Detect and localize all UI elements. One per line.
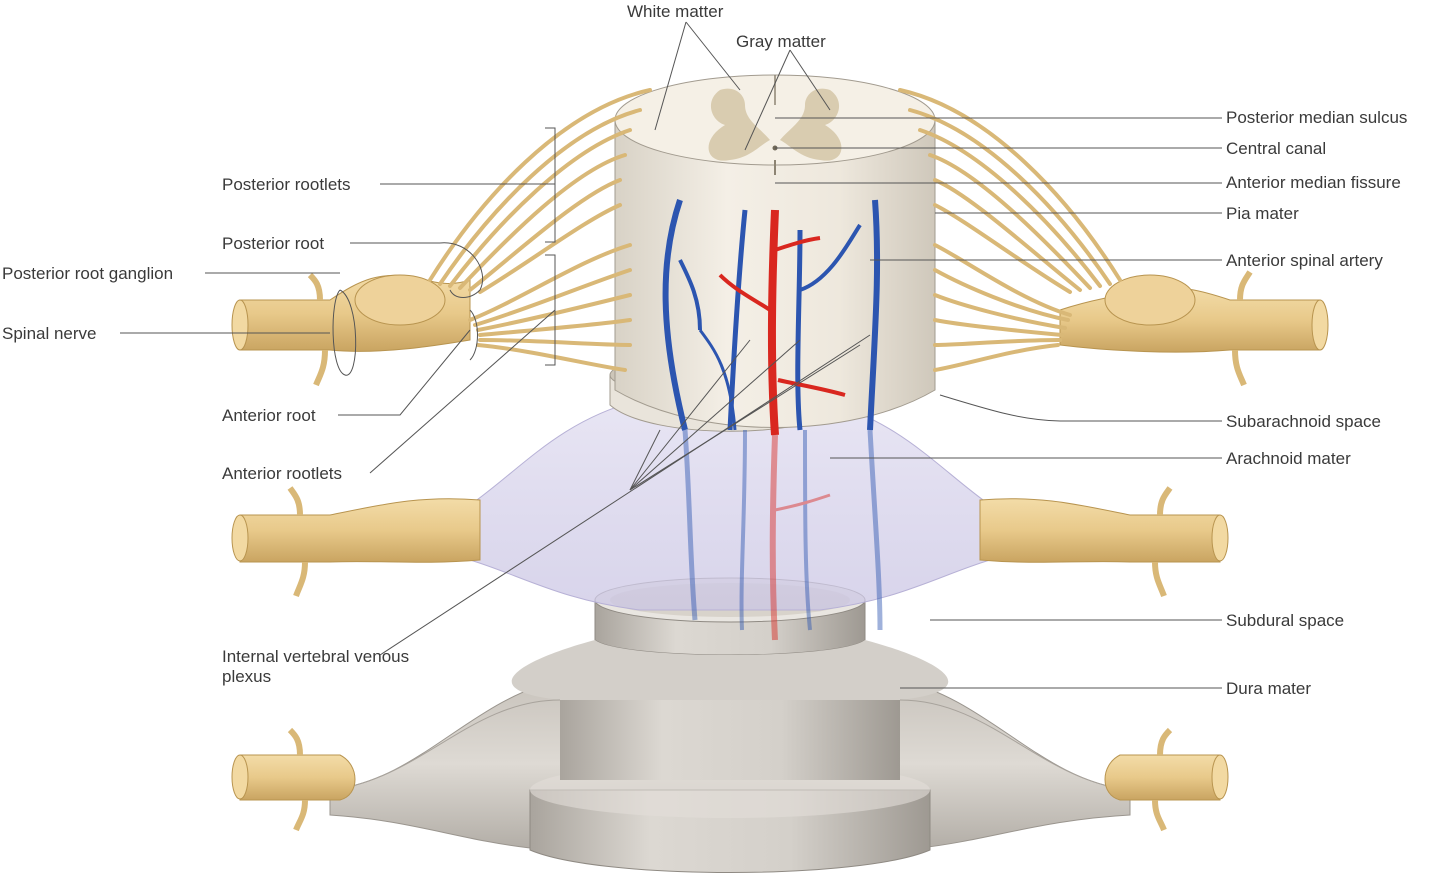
label-posterior-root-ganglion: Posterior root ganglion	[2, 264, 174, 283]
label-pia-mater: Pia mater	[1226, 204, 1299, 223]
spinal-cord	[609, 74, 936, 436]
label-posterior-median-sulcus: Posterior median sulcus	[1226, 108, 1408, 127]
label-gray-matter: Gray matter	[736, 32, 826, 51]
label-white-matter: White matter	[627, 2, 724, 21]
bottom-spinal-nerves	[231, 727, 1229, 832]
label-spinal-nerve: Spinal nerve	[2, 324, 97, 343]
label-dura-mater: Dura mater	[1226, 679, 1312, 698]
label-anterior-rootlets: Anterior rootlets	[222, 464, 342, 483]
label-anterior-spinal-artery: Anterior spinal artery	[1226, 251, 1383, 270]
label-arachnoid-mater: Arachnoid mater	[1226, 449, 1351, 468]
label-posterior-rootlets: Posterior rootlets	[222, 175, 351, 194]
dura-mater-shape	[329, 577, 1131, 873]
middle-spinal-nerves	[231, 486, 1229, 598]
label-subarachnoid-space: Subarachnoid space	[1226, 412, 1382, 431]
label-internal-vertebral-venous-plexus: Internal vertebral venous plexus	[222, 647, 410, 686]
label-subdural-space: Subdural space	[1226, 611, 1345, 630]
label-posterior-root: Posterior root	[222, 234, 325, 253]
label-anterior-root: Anterior root	[222, 406, 316, 425]
top-spinal-nerves	[231, 88, 1329, 387]
label-central-canal: Central canal	[1226, 139, 1327, 158]
leader-lines	[120, 21, 1222, 689]
label-anterior-median-fissure: Anterior median fissure	[1226, 173, 1401, 192]
